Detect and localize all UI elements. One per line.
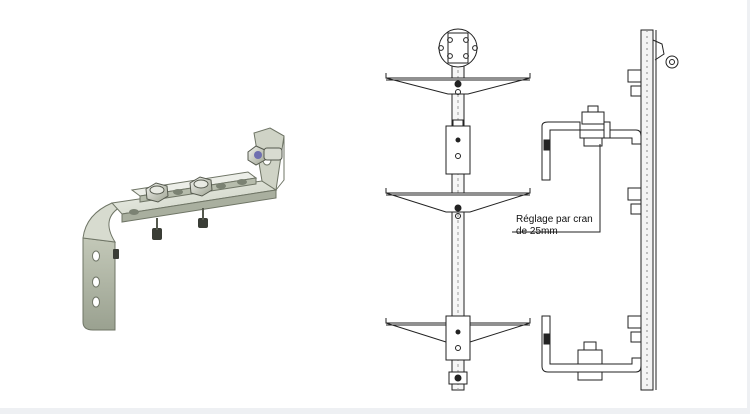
rail-clip-mid [627, 187, 642, 215]
annotation-line-2: de 25mm [516, 226, 558, 237]
support-arm-1 [385, 73, 531, 95]
top-fixing-plate-icon [438, 28, 478, 68]
annotation-leader-line [512, 144, 601, 233]
rail-clip-bottom [627, 315, 642, 343]
sliding-sleeve-2 [445, 315, 471, 361]
sliding-sleeve-1 [445, 119, 471, 175]
upper-bracket-section [541, 105, 642, 181]
hex-bolt-icon [145, 145, 283, 203]
bottom-bolt-icon [448, 371, 468, 385]
annotation-line-1: Réglage par cran [516, 214, 593, 225]
adjustment-annotation: Réglage par cran de 25mm [516, 214, 593, 238]
bracket-vertical-leg [82, 202, 124, 331]
support-arm-2 [385, 188, 531, 219]
nut-icon [113, 208, 208, 259]
lifting-eye-icon [652, 39, 679, 69]
rail-clip-top [627, 69, 642, 97]
lower-bracket-section [541, 315, 642, 381]
